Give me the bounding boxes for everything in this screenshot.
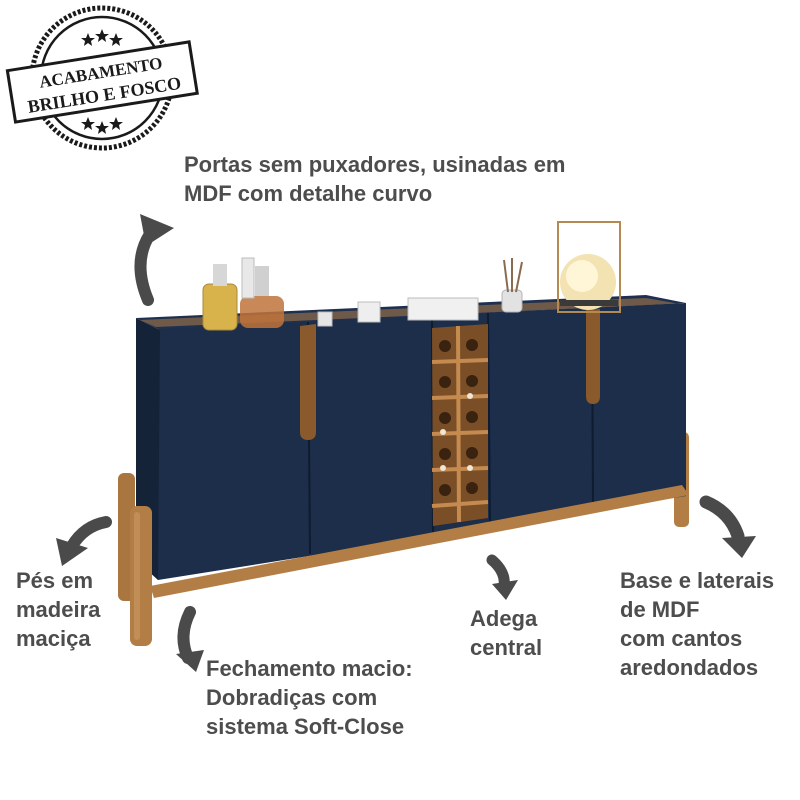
callout-line: Base e laterais bbox=[620, 568, 775, 593]
callout-line: maciça bbox=[16, 626, 91, 651]
callout-line: Portas sem puxadores, usinadas em bbox=[184, 152, 566, 177]
seal-stamp-icon: ACABAMENTO BRILHO E FOSCO bbox=[5, 5, 199, 151]
callout-fechamento: Fechamento macio: Dobradiças com sistema… bbox=[206, 654, 413, 741]
curved-arrow-down-left-icon bbox=[56, 516, 112, 566]
top-decor bbox=[202, 221, 621, 331]
callout-line: Adega bbox=[470, 606, 538, 631]
callout-line: com cantos bbox=[620, 626, 743, 651]
curved-arrow-down-icon bbox=[176, 606, 204, 672]
callout-pes: Pés em madeira maciça bbox=[16, 566, 100, 653]
sideboard bbox=[118, 221, 689, 646]
callout-line: Dobradiças com bbox=[206, 685, 378, 710]
wine-rack bbox=[431, 324, 489, 526]
callout-line: Fechamento macio: bbox=[206, 656, 413, 681]
callout-line: madeira bbox=[16, 597, 101, 622]
curved-arrow-down-right-icon bbox=[699, 495, 756, 558]
callout-line: central bbox=[470, 635, 543, 660]
callout-line: sistema Soft-Close bbox=[206, 714, 405, 739]
callout-line: aredondados bbox=[620, 655, 759, 680]
callout-base: Base e laterais de MDF com cantos aredon… bbox=[620, 566, 774, 682]
callout-line: MDF com detalhe curvo bbox=[184, 181, 433, 206]
curved-arrow-up-icon bbox=[134, 214, 174, 306]
callout-line: de MDF bbox=[620, 597, 700, 622]
callout-adega: Adega central bbox=[470, 604, 542, 662]
callout-line: Pés em bbox=[16, 568, 94, 593]
callout-portas: Portas sem puxadores, usinadas em MDF co… bbox=[184, 150, 566, 208]
curved-arrow-down-icon bbox=[486, 554, 518, 600]
